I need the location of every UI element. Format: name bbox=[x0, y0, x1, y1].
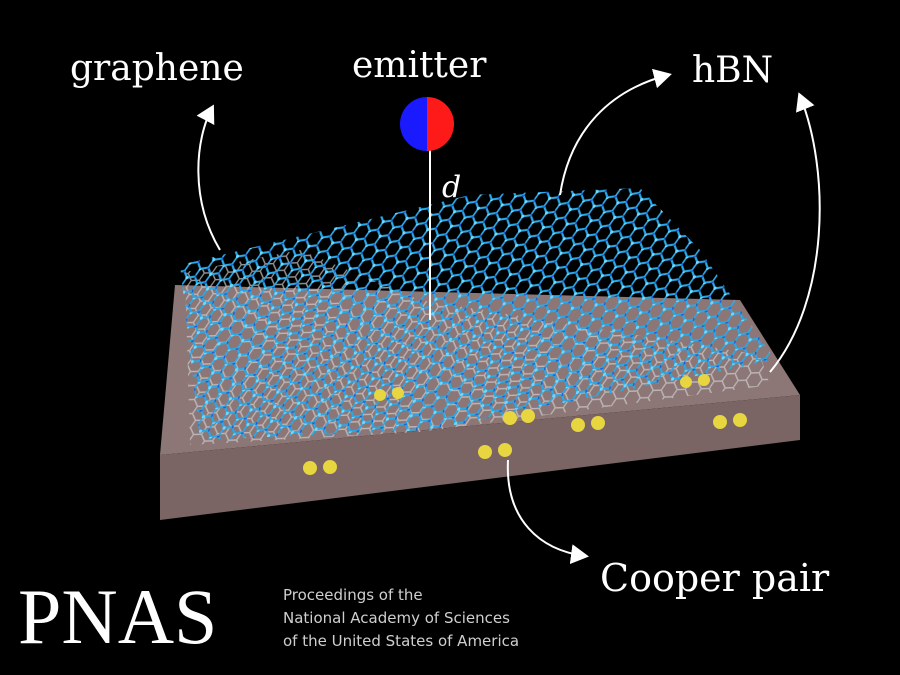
cooper-pair-label: Cooper pair bbox=[600, 556, 830, 600]
pnas-line-2: National Academy of Sciences bbox=[283, 609, 510, 627]
hbn-label: hBN bbox=[692, 50, 774, 91]
graphene-label: graphene bbox=[70, 48, 244, 89]
graphene-arrow bbox=[196, 104, 221, 251]
pnas-line-3: of the United States of America bbox=[283, 632, 520, 650]
distance-label: d bbox=[442, 170, 462, 205]
pnas-line-1: Proceedings of the bbox=[283, 586, 423, 604]
emitter-sphere bbox=[400, 97, 454, 151]
cooper-pair-arrow bbox=[506, 459, 589, 565]
pnas-full-name: Proceedings of the National Academy of S… bbox=[283, 584, 519, 653]
hbn-arrow-left bbox=[559, 68, 672, 196]
pnas-logo: PNAS bbox=[18, 573, 218, 660]
cooper-pairs bbox=[303, 374, 747, 475]
hbn-arrow-right bbox=[769, 92, 821, 373]
hbn-lattice bbox=[180, 188, 775, 440]
emitter-label: emitter bbox=[352, 45, 487, 86]
